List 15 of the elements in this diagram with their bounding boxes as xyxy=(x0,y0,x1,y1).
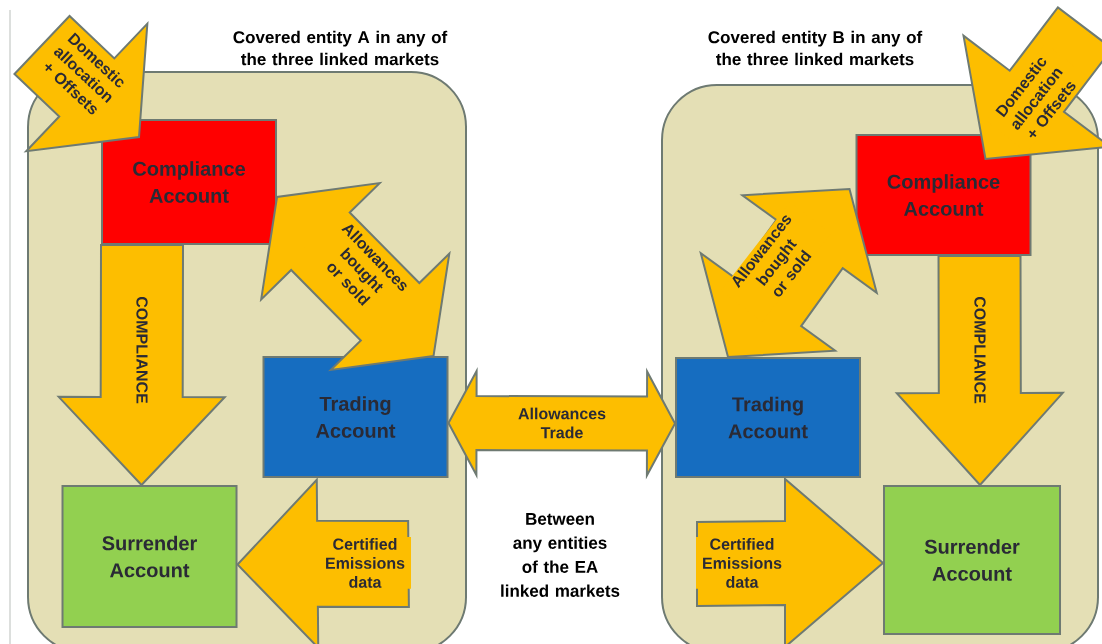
edge-label: Certified Emissions data xyxy=(319,537,411,589)
edge-label: COMPLIANCE xyxy=(135,269,149,431)
edge-label: Certified Emissions data xyxy=(696,537,788,589)
edge-label: COMPLIANCE xyxy=(973,269,987,431)
account-box: Surrender Account xyxy=(61,485,238,628)
panel-heading: Covered entity B in any of the three linked markets xyxy=(708,30,923,66)
note-text: Between any entities of the EA linked markets xyxy=(501,513,620,597)
block-arrow xyxy=(894,254,1066,487)
account-box: Trading Account xyxy=(675,357,861,478)
edge-label: Allowances Trade xyxy=(506,406,618,440)
account-box: Compliance Account xyxy=(101,119,277,245)
account-box: Surrender Account xyxy=(883,485,1061,635)
panel-heading: Covered entity A in any of the three linked markets xyxy=(233,30,448,66)
block-arrow xyxy=(56,243,227,487)
account-box: Trading Account xyxy=(262,356,449,478)
